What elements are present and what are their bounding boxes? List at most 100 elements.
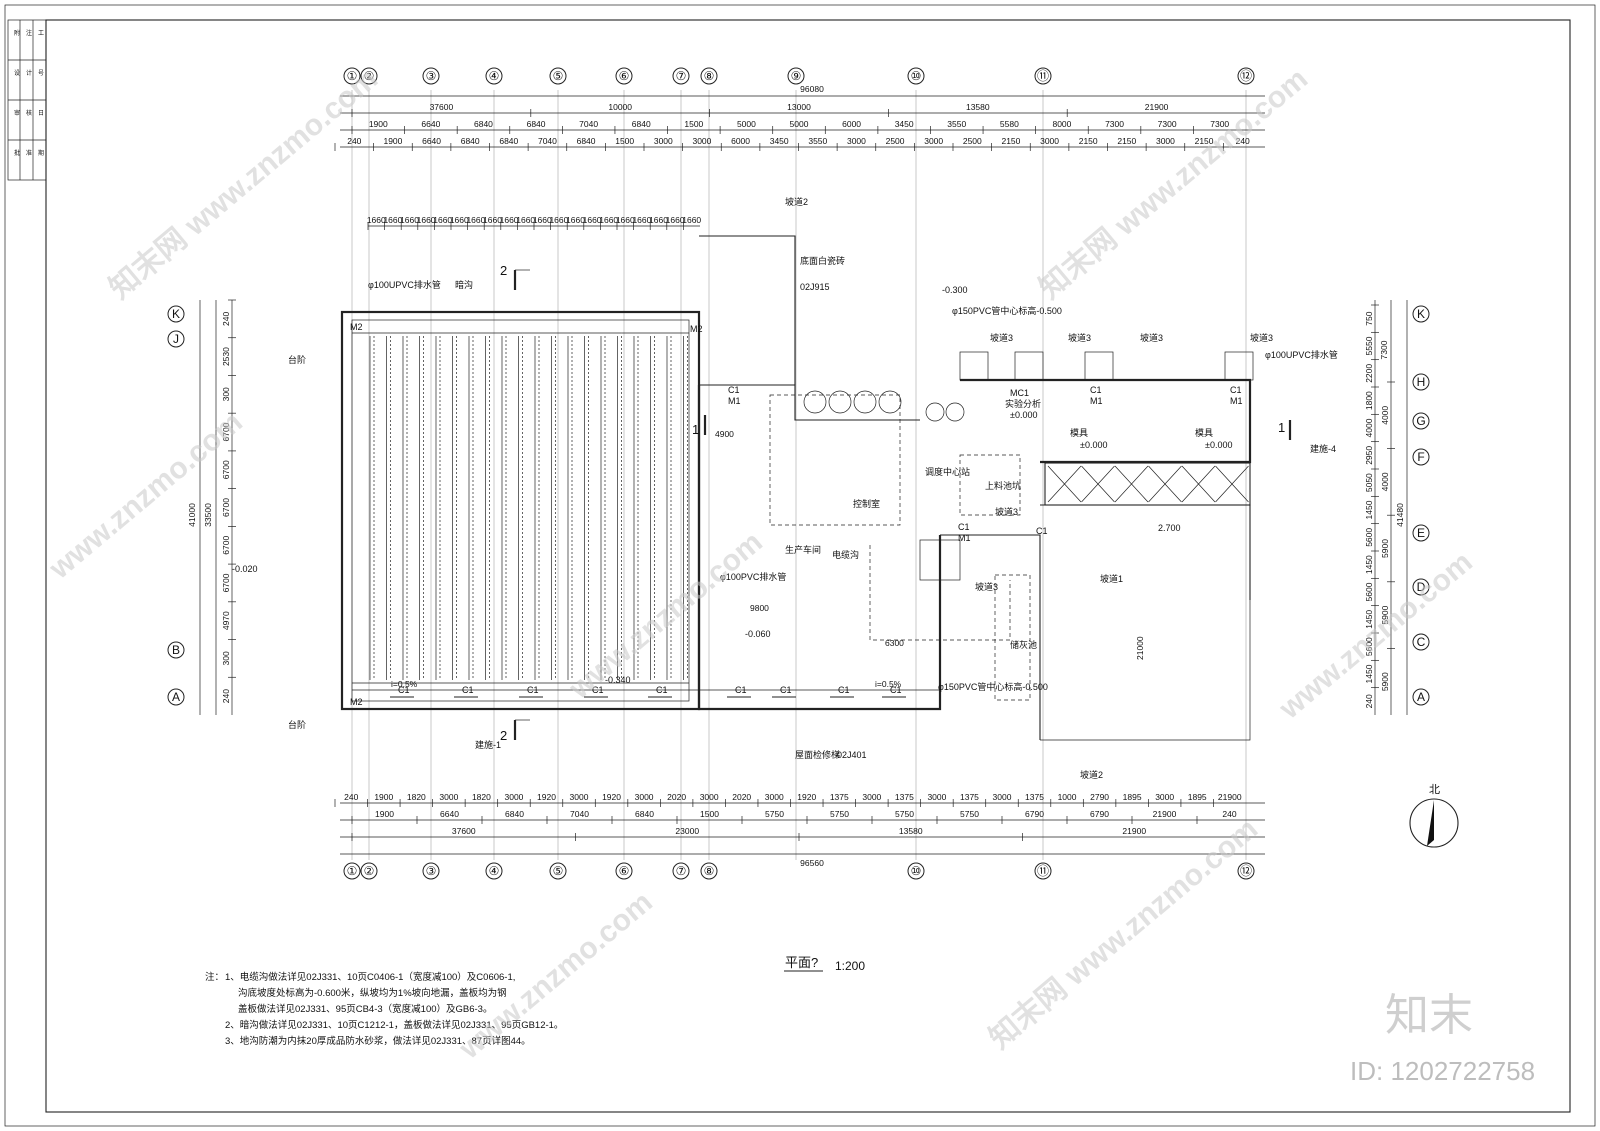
axis-left-bubble-3 [167,688,185,706]
bottom-row2-dim-2: 6840 [505,809,524,819]
label-m2-right: M2 [690,324,703,334]
axis-top-bubble-5 [615,67,633,85]
tb-cell-4: 审 [14,109,20,117]
bottom-row3-dim-17: 1375 [895,792,914,802]
c1-window-5: C1 [735,685,747,695]
axis-top-bubble-2 [422,67,440,85]
axis-top-label-2: ③ [426,69,437,83]
plan-title: 平面? [785,955,818,970]
grate-dim-0: 1660 [367,215,386,225]
grate-dim-8: 1660 [500,215,519,225]
top-row3-dim-18: 3000 [1040,136,1059,146]
axis-bottom-label-10: ⑫ [1240,864,1252,878]
axis-right-bubble-5 [1412,578,1430,596]
bottom-row3-dim-6: 1920 [537,792,556,802]
axis-right-label-5: D [1417,580,1426,594]
top-row3-dim-10: 6000 [731,136,750,146]
right-seg-dim-5: 2950 [1364,446,1374,465]
axis-top-label-0: ① [347,69,358,83]
axis-top-label-7: ⑧ [704,69,715,83]
hall-grating-lines [369,336,688,680]
grate-dim-14: 1660 [599,215,618,225]
top-row2-dim-11: 3550 [947,119,966,129]
label-constr4: 建施-4 [1310,443,1336,454]
label-tool2: 模具 [1195,428,1213,438]
top-row1-dim-3: 13580 [966,102,990,112]
label-storage: 储灰池 [1010,639,1037,650]
bottom-row1-dim-1: 23000 [675,826,699,836]
axis-right-label-2: G [1416,414,1425,428]
label-pvc-150: φ150PVC管中心标高-0.500 [952,305,1062,316]
axis-bottom-bubble-8 [907,862,925,880]
bottom-row2-dim-11: 6790 [1090,809,1109,819]
axis-bottom-label-5: ⑥ [619,864,630,878]
grate-dim-3: 1660 [417,215,436,225]
axis-right-label-6: C [1417,635,1426,649]
axis-top-bubble-8 [787,67,805,85]
grate-dim-6: 1660 [466,215,485,225]
label-slope-a: i=0.5% [391,679,418,689]
top-row2-dim-5: 6840 [632,119,651,129]
right-mid-dim-0: 4000 [1380,406,1390,425]
top-row2-dim-4: 7040 [579,119,598,129]
top-row3-dim-11: 3450 [770,136,789,146]
label-ramp-3e: 坡道3 [995,506,1018,517]
tb-cell-0: 附 [14,29,20,37]
sheet-outer-border [4,4,1596,1127]
bottom-row3-dim-24: 1895 [1123,792,1142,802]
left-seg-dim-5: 6700 [221,498,231,517]
top-row2-dim-9: 6000 [842,119,861,129]
axis-right-bubble-4 [1412,524,1430,542]
right-seg-dim-6: 5050 [1364,473,1374,492]
axis-left-bubble-0 [167,305,185,323]
grate-dim-10: 1660 [533,215,552,225]
bottom-row3-dim-2: 1820 [407,792,426,802]
label-m1-d: M1 [958,533,971,543]
bottom-row2-dim-13: 240 [1222,809,1236,819]
bottom-row3-dim-14: 1920 [797,792,816,802]
axis-left-label-3: A [172,690,180,704]
label-pvc-100d: φ100PVC排水管 [720,571,786,582]
axis-left-bubble-1 [167,330,185,348]
bottom-overall-dim: 96560 [800,858,824,868]
top-row3-dim-12: 3550 [808,136,827,146]
top-row3-dim-22: 2150 [1195,136,1214,146]
top-row3-dim-6: 6840 [577,136,596,146]
c1-window-7: C1 [838,685,850,695]
axis-top-label-6: ⑦ [676,69,687,83]
tb-cell-9: 期 [38,149,44,157]
label-ramp-2-top: 坡道2 [785,196,808,207]
bottom-row3-dim-1: 1900 [374,792,393,802]
bottom-row2-dim-12: 21900 [1153,809,1177,819]
label-dim-6300: 6300 [885,638,904,648]
top-row2-dim-14: 7300 [1105,119,1124,129]
axis-left-label-2: B [172,643,180,657]
bottom-row2-dim-3: 7040 [570,809,589,819]
axis-top-bubble-7 [700,67,718,85]
label-dim-9800: 9800 [750,603,769,613]
axis-right-label-4: E [1417,526,1425,540]
label-m1-b: M1 [1090,396,1103,406]
left-seg-dim-7: 6700 [221,573,231,592]
right-seg-dim-8: 5600 [1364,528,1374,547]
axis-bottom-bubble-0 [343,862,361,880]
top-row2-dim-8: 5000 [790,119,809,129]
top-row1-dim-1: 10000 [608,102,632,112]
top-row3-dim-13: 3000 [847,136,866,146]
right-mid-dim-2: 5900 [1380,539,1390,558]
label-ramp-3f: 坡道3 [975,581,998,592]
grate-dim-19: 1660 [682,215,701,225]
axis-top-bubble-9 [907,67,925,85]
top-row2-dim-1: 6640 [421,119,440,129]
axis-top-bubble-10 [1034,67,1052,85]
label-c1-a: C1 [728,385,740,395]
label-ramp-1: 坡道1 [1100,573,1123,584]
axis-bottom-bubble-3 [485,862,503,880]
section-mark-1-right: 1 [1278,420,1285,435]
label-cable-trench: 电缆沟 [832,549,859,560]
